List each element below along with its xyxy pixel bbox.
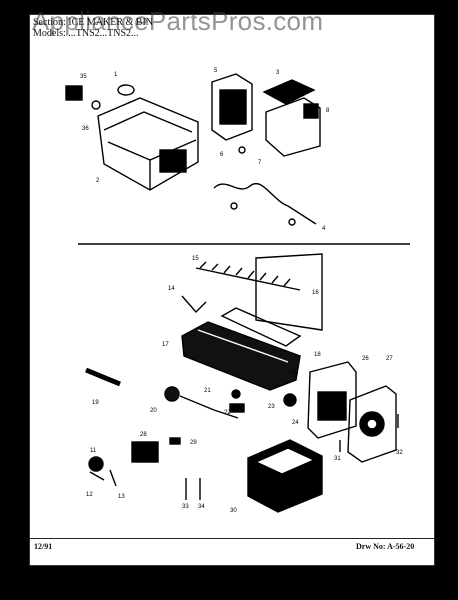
part-number: 36	[82, 126, 89, 132]
part-number: 25	[290, 370, 297, 376]
part-number: 5	[214, 68, 218, 74]
model-line: Models: ...TNS2...TNS2...	[33, 28, 139, 39]
ice-bin-group	[65, 84, 199, 191]
part-number: 17	[162, 342, 169, 348]
part-number: 31	[334, 456, 341, 462]
part-number: 34	[198, 504, 205, 510]
ice-maker-group	[85, 253, 399, 513]
part-number: 7	[258, 160, 262, 166]
part-number: 22	[224, 410, 231, 416]
part-number: 28	[140, 432, 147, 438]
part-number: 20	[150, 408, 157, 414]
drawing-number: Drw No: A-56-20	[356, 542, 415, 551]
part-number: 30	[230, 508, 237, 514]
part-number: 1	[114, 72, 118, 78]
part-number: 14	[168, 286, 175, 292]
part-number: 27	[386, 356, 393, 362]
part-number: 19	[92, 400, 99, 406]
part-number: 8	[326, 108, 330, 114]
part-number: 33	[182, 504, 189, 510]
part-number-labels: 35 1 36 2 5 3 8 6 7 4 15 16 14 17 18 26 …	[80, 68, 403, 514]
part-number: 18	[314, 352, 321, 358]
part-number: 6	[220, 152, 224, 158]
part-number: 4	[322, 226, 326, 232]
part-number: 26	[362, 356, 369, 362]
part-number: 16	[312, 290, 319, 296]
part-number: 32	[396, 450, 403, 456]
part-number: 24	[292, 420, 299, 426]
section-title: Section: ICE MAKER & BIN	[33, 17, 153, 28]
part-number: 12	[86, 492, 93, 498]
footer-bar	[29, 538, 435, 554]
part-number: 13	[118, 494, 125, 500]
part-number: 2	[96, 178, 100, 184]
part-number: 29	[190, 440, 197, 446]
watermark: AppliancePartsPros.com	[32, 6, 324, 36]
part-number: 35	[80, 74, 87, 80]
part-number: 21	[204, 388, 211, 394]
part-number: 3	[276, 70, 280, 76]
part-number: 15	[192, 256, 199, 262]
part-number: 23	[268, 404, 275, 410]
footer-date: 12/91	[34, 542, 53, 551]
part-number: 11	[90, 448, 97, 454]
dispenser-group	[211, 73, 321, 226]
